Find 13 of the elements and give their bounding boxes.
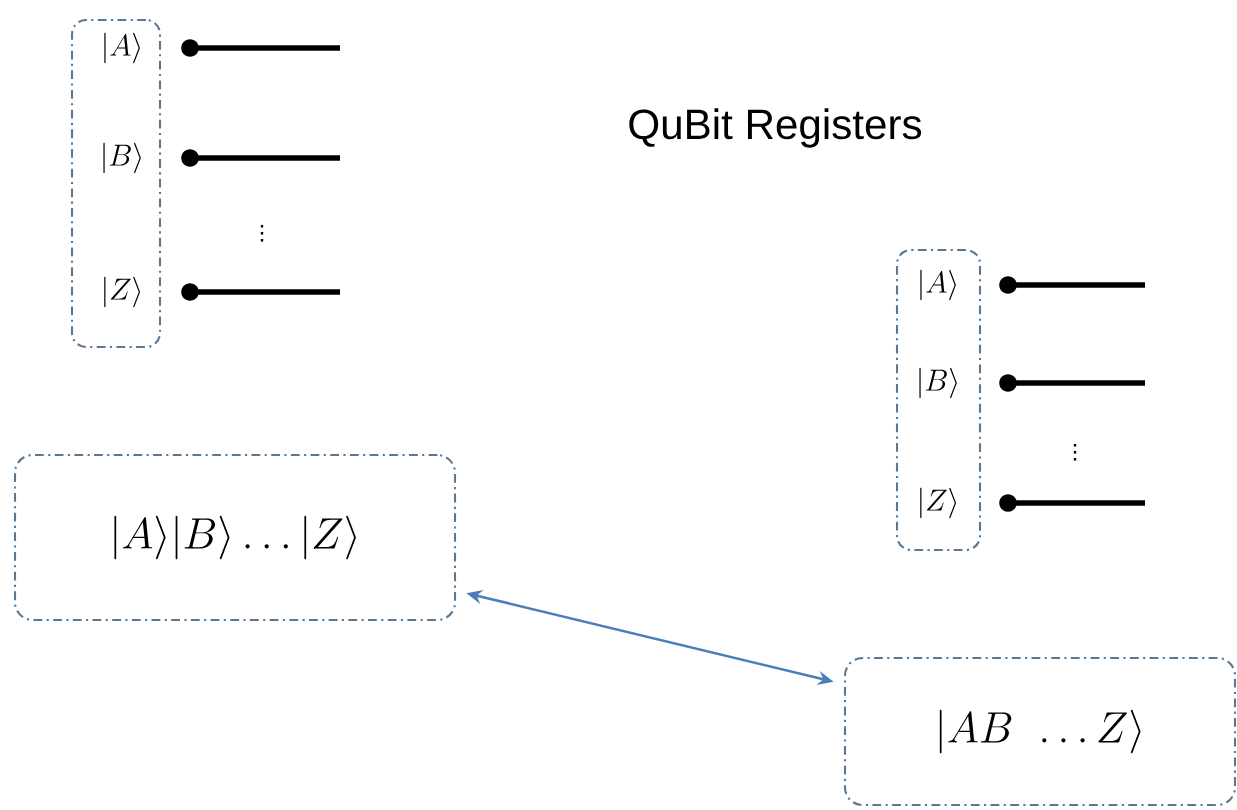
ket-label: $|Z\rangle$ (920, 487, 956, 519)
title: QuBit Registers (629, 108, 922, 148)
state-box: $|AB\ \ldots Z\rangle$ (843, 656, 1237, 807)
ellipsis-dots: $\vdots$ (260, 224, 264, 242)
ket-label: $|B\rangle$ (919, 367, 957, 399)
register-box (895, 248, 982, 552)
ket-label: $|Z\rangle$ (104, 276, 140, 308)
ellipsis-dots: $\vdots$ (1073, 443, 1077, 461)
ket-label: $|A\rangle$ (104, 32, 140, 64)
ket-label: $|A\rangle$ (920, 269, 956, 301)
state-box: $|A\rangle|B\rangle\ldots|Z\rangle$ (13, 453, 457, 622)
register-box (70, 18, 162, 349)
ket-label: $|B\rangle$ (103, 142, 141, 174)
